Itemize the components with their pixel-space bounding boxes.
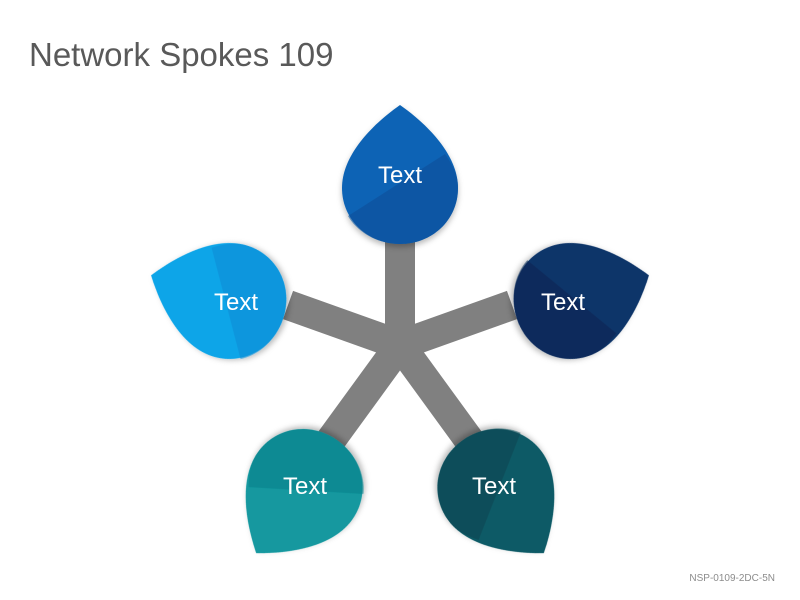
node-label-left: Text	[214, 289, 258, 316]
petal-bottom-left-shade	[248, 429, 364, 494]
node-label-bottom-right: Text	[472, 473, 516, 500]
petal-top-shade	[348, 154, 458, 244]
node-bottom-left	[245, 429, 364, 554]
petal-bottom-right-shade	[437, 428, 521, 540]
node-top	[342, 105, 458, 244]
node-label-bottom-left: Text	[283, 473, 327, 500]
footer-code: NSP-0109-2DC-5N	[689, 573, 775, 584]
node-label-right: Text	[541, 289, 585, 316]
spokes	[282, 230, 518, 457]
node-label-top: Text	[378, 162, 422, 189]
node-left	[151, 243, 287, 360]
hub	[376, 321, 424, 369]
node-bottom-right	[437, 428, 555, 554]
petal-right-shade	[513, 260, 617, 359]
page-title: Network Spokes 109	[29, 36, 334, 73]
petal-left-shade	[211, 243, 287, 360]
node-right	[513, 243, 649, 359]
